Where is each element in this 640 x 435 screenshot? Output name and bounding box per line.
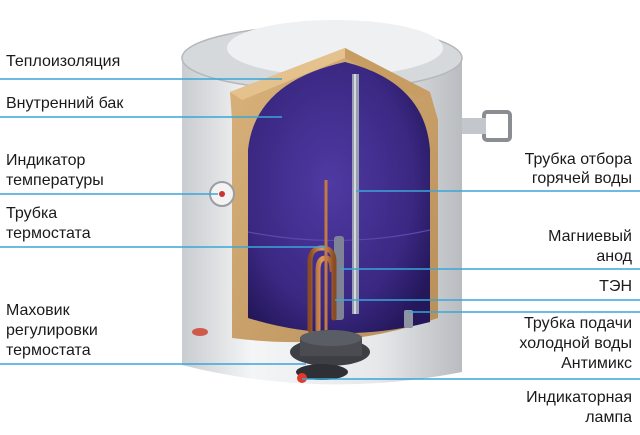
cold-water-tube [404,310,413,328]
temperature-indicator-center [219,191,225,197]
flange-top [300,330,362,346]
label-magnesium-anode-1: Магниевый [548,228,632,245]
label-thermostat-wheel-3: термостата [6,342,91,359]
label-indicator-lamp-2: лампа [585,409,632,426]
label-thermostat-tube-1: Трубка [6,205,58,222]
inner-tank [248,62,430,334]
thermostat-wheel [296,364,348,380]
label-thermostat-wheel-2: регулировки [6,322,98,339]
label-antimix: Антимикс [561,355,632,372]
label-thermostat-wheel-1: Маховик [6,302,70,319]
insulation-top-left [230,48,345,100]
leader-lines [0,78,640,380]
tank-top-lid [227,20,443,76]
side-handle-mount [462,118,486,134]
insulation-top-right [345,48,430,98]
label-hot-water-tube-1: Трубка отбора [524,151,632,168]
label-inner-tank: Внутренний бак [6,95,124,112]
label-hot-water-tube-2: горячей воды [531,170,632,187]
label-temp-indicator-1: Индикатор [6,152,86,169]
label-cold-water-tube-1: Трубка подачи [524,315,632,332]
side-handle [482,110,512,142]
indicator-lamp [297,373,307,383]
hot-water-tube-highlight [354,74,356,314]
label-indicator-lamp-1: Индикаторная [526,389,632,406]
label-heating-element: ТЭН [599,278,632,295]
label-insulation: Теплоизоляция [6,53,121,70]
label-temp-indicator-2: температуры [6,172,104,189]
label-magnesium-anode-2: анод [596,248,632,265]
label-cold-water-tube-2: холодной воды [519,335,632,352]
brand-logo-mark [192,328,208,336]
label-thermostat-tube-2: термостата [6,225,91,242]
